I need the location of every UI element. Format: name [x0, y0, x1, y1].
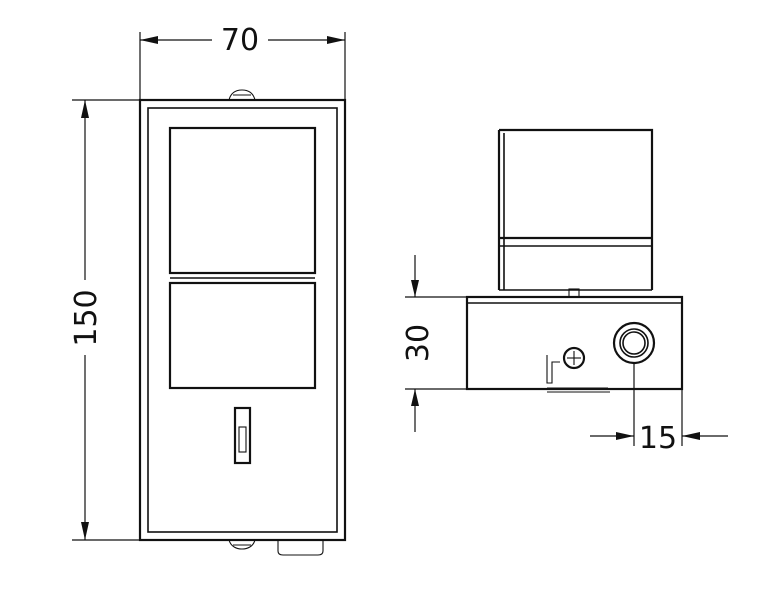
front-inner-frame — [147, 107, 338, 533]
bottom-tab — [277, 540, 324, 556]
side-view: 30 15 — [401, 128, 728, 456]
height-dimension: 150 — [69, 99, 140, 541]
side-rocker — [497, 128, 654, 291]
indicator-slot — [233, 406, 252, 465]
side-base — [465, 295, 684, 391]
depth-dimension: 30 — [401, 255, 467, 432]
height-label: 150 — [69, 289, 104, 346]
width-dimension: 70 — [139, 23, 346, 100]
front-view: 70 150 — [69, 23, 347, 556]
rocker-upper — [168, 126, 317, 275]
offset-dimension: 15 — [590, 363, 728, 456]
top-clip — [228, 89, 256, 101]
offset-label: 15 — [639, 421, 677, 456]
front-outer-frame — [138, 98, 347, 542]
width-label: 70 — [221, 23, 259, 58]
round-connector — [612, 321, 656, 365]
terminal-screw — [546, 346, 610, 393]
bottom-clip — [228, 539, 256, 550]
rocker-lower — [168, 281, 317, 390]
depth-label: 30 — [401, 324, 436, 362]
